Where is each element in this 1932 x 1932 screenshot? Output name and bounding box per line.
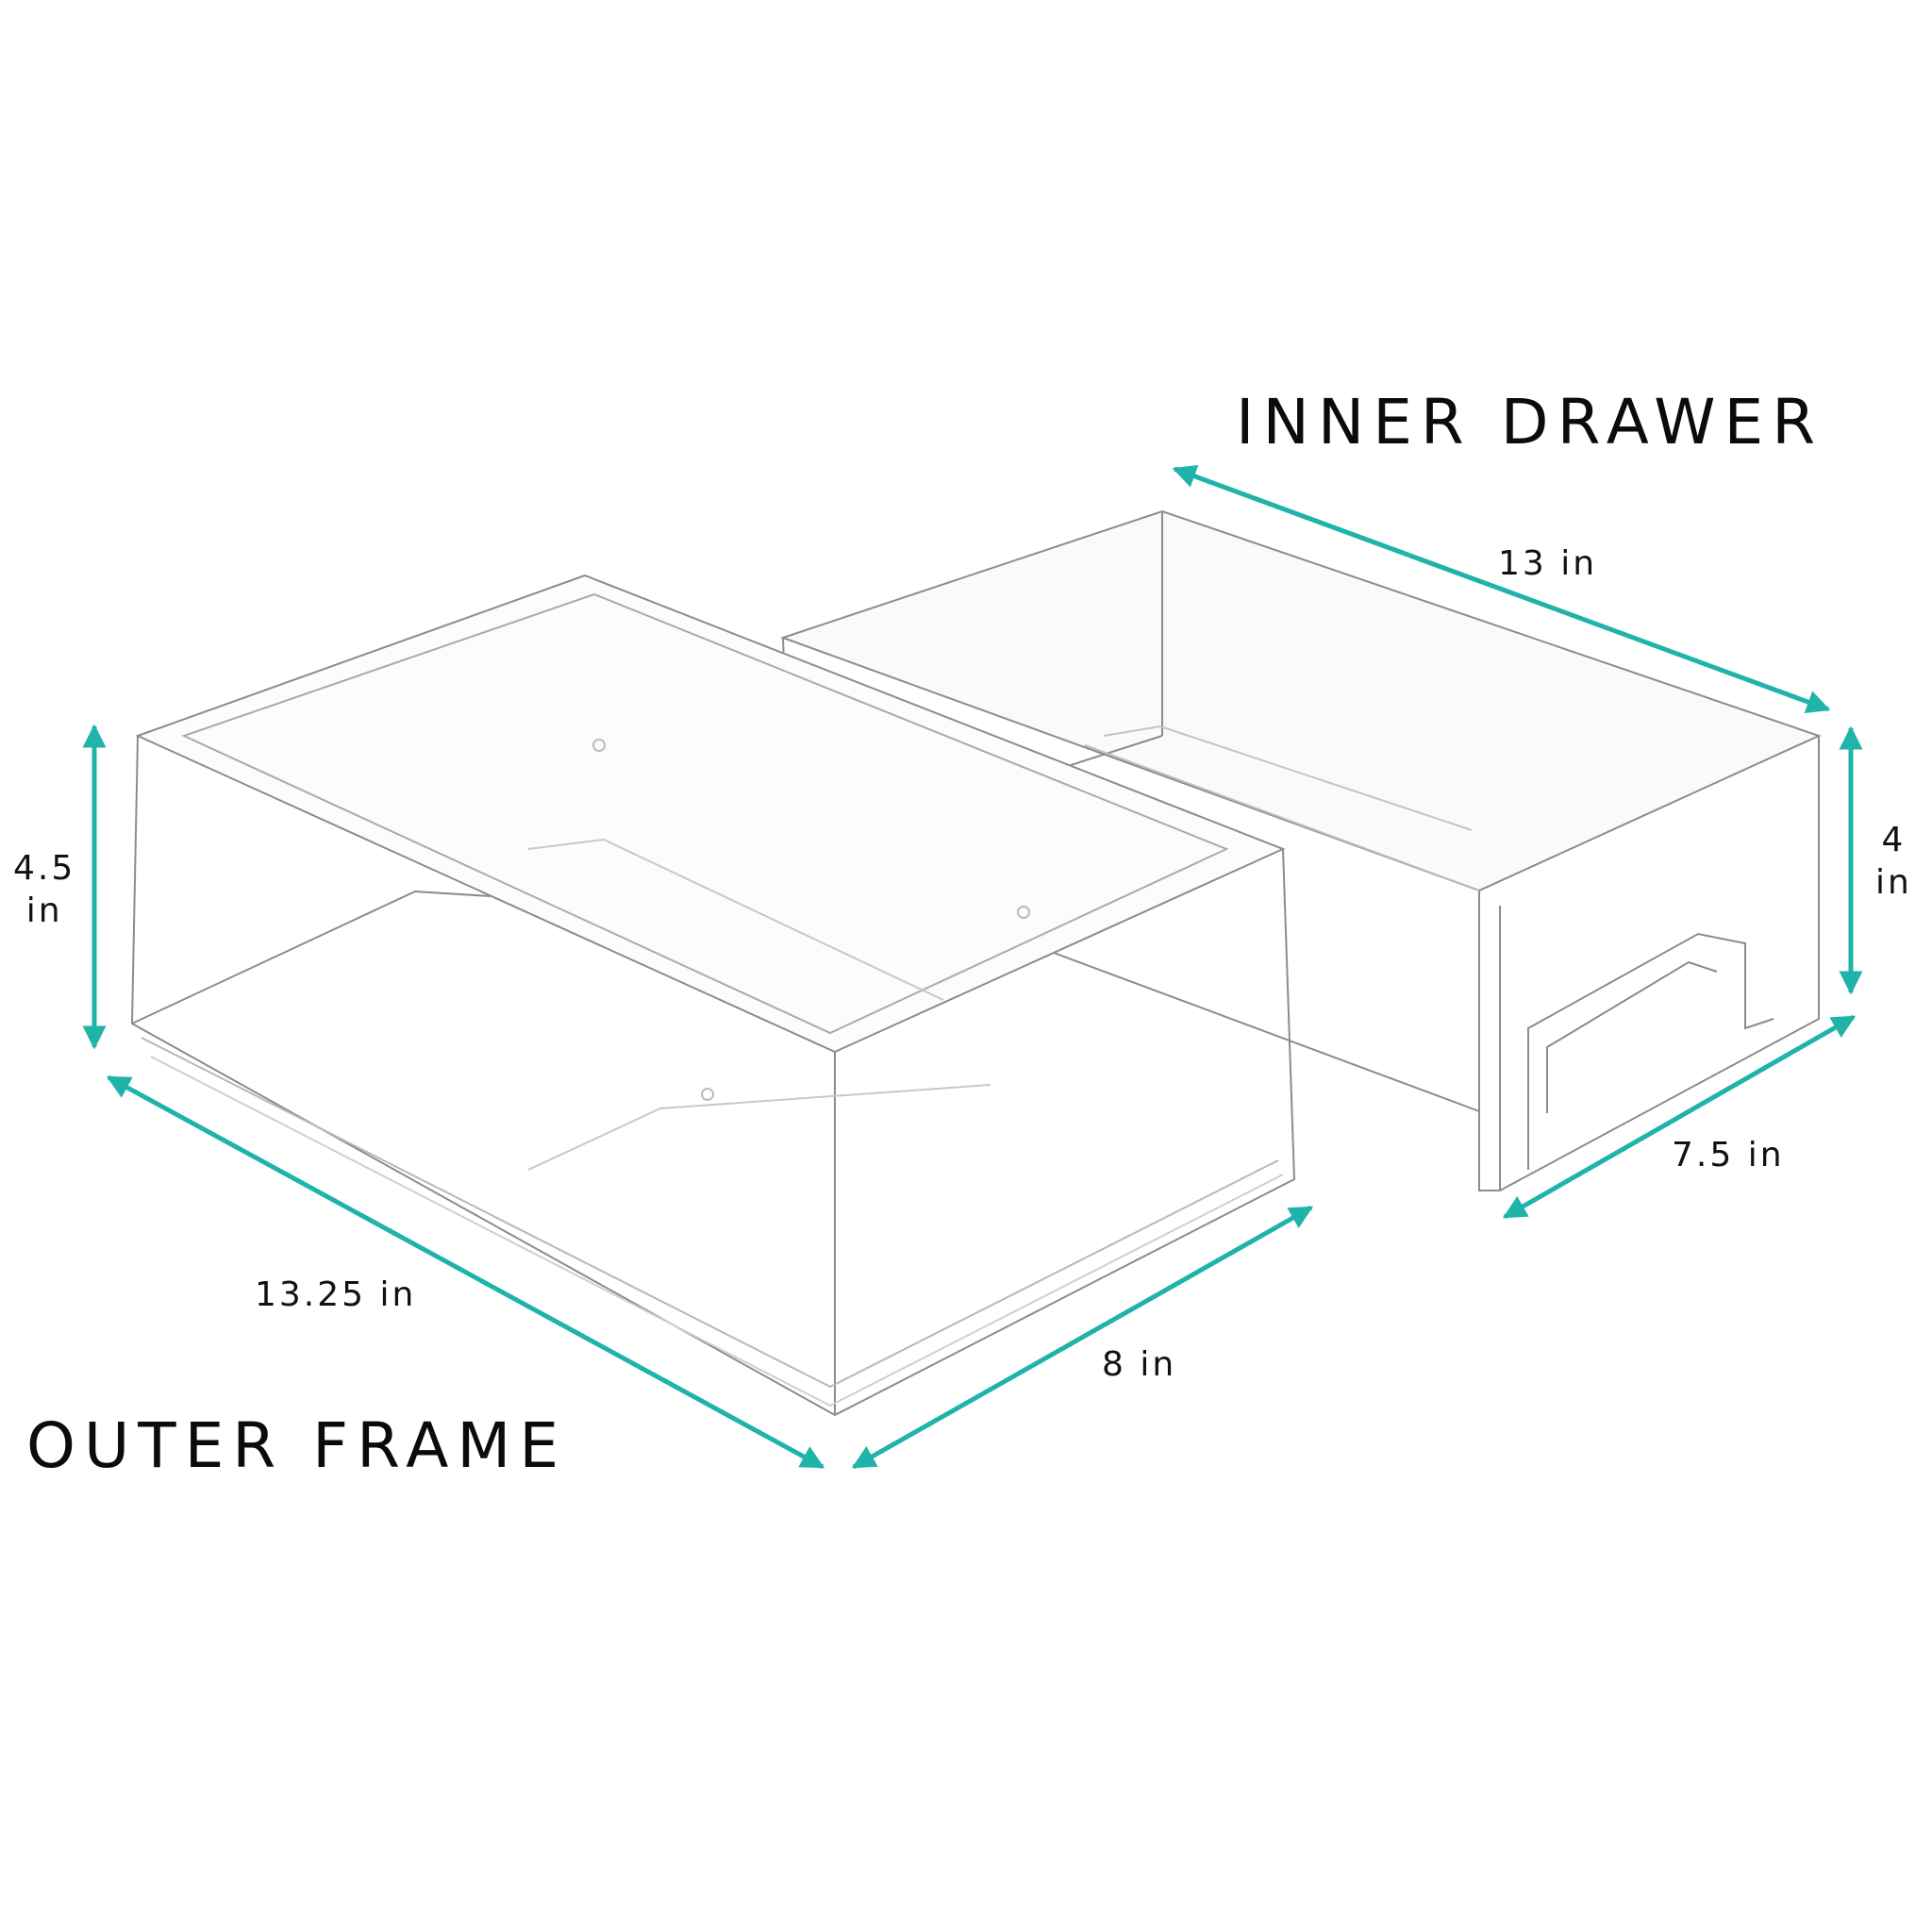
inner-drawer-title: INNER DRAWER (1236, 386, 1824, 458)
inner-height-unit: in (1875, 863, 1912, 902)
inner-width-label: 7.5 in (1672, 1136, 1785, 1174)
outer-width-label: 8 in (1102, 1345, 1177, 1384)
arrow-inner-width (1502, 1014, 1857, 1220)
arrow-outer-width (851, 1205, 1314, 1470)
outer-height-unit: in (25, 891, 63, 930)
inner-length-label: 13 in (1498, 544, 1598, 583)
outer-frame-title: OUTER FRAME (26, 1409, 568, 1482)
outer-height-label: 4.5 in (13, 847, 75, 932)
arrow-inner-length (1172, 465, 1831, 713)
arrow-outer-length (106, 1074, 825, 1470)
dimension-arrows (82, 465, 1863, 1470)
outer-height-value: 4.5 (13, 849, 76, 888)
inner-height-value: 4 (1881, 821, 1907, 859)
inner-height-label: 4 in (1875, 819, 1912, 904)
outer-length-label: 13.25 in (255, 1275, 417, 1314)
